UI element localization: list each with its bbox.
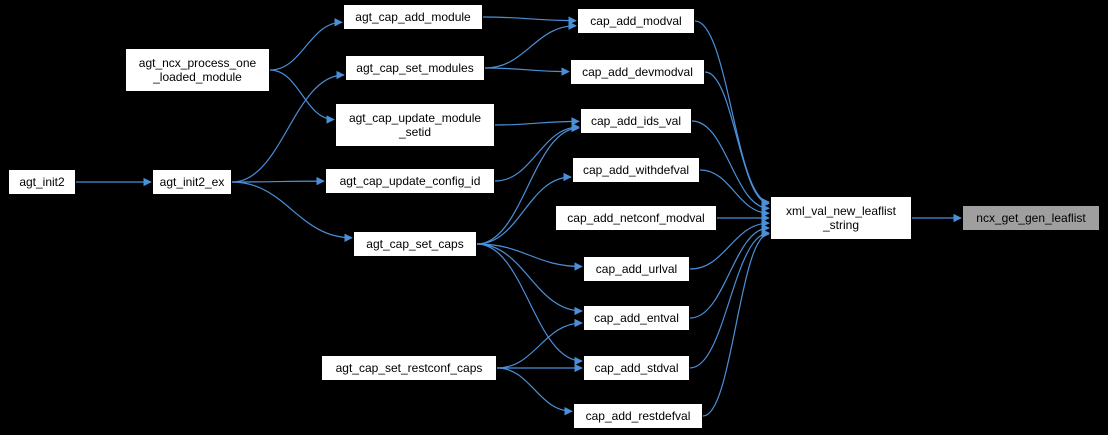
edge-agt_init2_ex-to-agt_cap_set_caps (231, 181, 353, 242)
node-agt_cap_set_caps[interactable]: agt_cap_set_caps (353, 231, 477, 257)
edge-agt_cap_update_config_id-to-cap_add_ids_val (494, 122, 580, 182)
node-agt_cap_set_restconf_caps[interactable]: agt_cap_set_restconf_caps (321, 355, 497, 381)
edge-agt_ncx_process_one_loaded_module-to-agt_cap_update_module_setid (269, 69, 335, 124)
node-label: agt_init2 (19, 174, 65, 189)
node-label: agt_cap_update_config_id (339, 173, 481, 188)
node-agt_cap_add_module[interactable]: agt_cap_add_module (343, 4, 483, 30)
node-label: cap_add_withdefval (582, 162, 690, 177)
edge-cap_add_modval-to-xml_val_new_leaflist_string (694, 20, 770, 207)
node-ncx_get_gen_leaflist: ncx_get_gen_leaflist (962, 205, 1100, 231)
edge-cap_add_devmodval-to-xml_val_new_leaflist_string (704, 71, 770, 208)
node-label: agt_cap_set_caps (366, 236, 464, 251)
node-cap_add_modval[interactable]: cap_add_modval (577, 8, 695, 34)
edge-agt_init2_ex-to-agt_cap_set_modules (231, 70, 345, 183)
node-agt_cap_update_config_id[interactable]: agt_cap_update_config_id (325, 168, 495, 194)
node-cap_add_stdval[interactable]: cap_add_stdval (583, 355, 690, 381)
edge-cap_add_ids_val-to-xml_val_new_leaflist_string (691, 120, 770, 213)
edge-agt_init2_ex-to-agt_cap_update_config_id (231, 176, 325, 186)
node-agt_ncx_process_one_loaded_module[interactable]: agt_ncx_process_one _loaded_module (125, 48, 270, 92)
edge-agt_ncx_process_one_loaded_module-to-agt_cap_add_module (269, 18, 343, 71)
edge-cap_add_stdval-to-xml_val_new_leaflist_string (689, 228, 770, 369)
node-cap_add_netconf_modval[interactable]: cap_add_netconf_modval (555, 205, 717, 231)
edge-agt_cap_set_restconf_caps-to-cap_add_entval (496, 318, 583, 369)
node-cap_add_withdefval[interactable]: cap_add_withdefval (572, 157, 700, 183)
node-label: cap_add_devmodval (582, 64, 693, 79)
edge-agt_cap_set_restconf_caps-to-cap_add_restdefval (496, 367, 573, 416)
node-label: agt_cap_add_module (355, 9, 471, 24)
edge-agt_cap_add_module-to-cap_add_modval (482, 16, 577, 25)
edge-cap_add_entval-to-xml_val_new_leaflist_string (689, 223, 770, 319)
edge-agt_cap_set_caps-to-cap_add_ids_val (476, 123, 580, 245)
edge-agt_cap_set_caps-to-cap_add_withdefval (476, 172, 572, 245)
edge-agt_cap_set_caps-to-cap_add_urlval (476, 243, 583, 271)
node-label: cap_add_restdefval (585, 408, 691, 423)
node-label: cap_add_stdval (594, 360, 679, 375)
node-label: cap_add_netconf_modval (567, 210, 705, 225)
edge-agt_cap_set_modules-to-cap_add_devmodval (484, 67, 570, 76)
edge-agt_cap_update_module_setid-to-cap_add_ids_val (494, 117, 580, 126)
node-label: cap_add_entval (594, 310, 679, 325)
node-xml_val_new_leaflist_string[interactable]: xml_val_new_leaflist _string (770, 196, 912, 240)
node-label: cap_add_urlval (595, 261, 678, 276)
node-label: cap_add_ids_val (590, 113, 682, 128)
edge-agt_cap_set_caps-to-cap_add_entval (476, 243, 583, 316)
node-cap_add_urlval[interactable]: cap_add_urlval (583, 256, 690, 282)
edge-cap_add_withdefval-to-xml_val_new_leaflist_string (699, 169, 770, 218)
edge-agt_cap_set_caps-to-cap_add_stdval (476, 243, 583, 366)
edge-agt_cap_set_modules-to-cap_add_modval (484, 21, 577, 69)
node-agt_cap_set_modules[interactable]: agt_cap_set_modules (345, 55, 485, 81)
edge-cap_add_restdefval-to-xml_val_new_leaflist_string (702, 229, 770, 417)
node-cap_add_entval[interactable]: cap_add_entval (583, 305, 690, 331)
node-cap_add_restdefval[interactable]: cap_add_restdefval (573, 403, 703, 429)
node-label: xml_val_new_leaflist _string (785, 203, 897, 232)
node-label: cap_add_modval (590, 13, 682, 28)
node-agt_cap_update_module_setid[interactable]: agt_cap_update_module _setid (335, 103, 495, 147)
node-cap_add_ids_val[interactable]: cap_add_ids_val (580, 108, 692, 134)
node-label: agt_cap_set_restconf_caps (335, 360, 483, 375)
node-agt_init2_ex[interactable]: agt_init2_ex (152, 169, 232, 195)
node-agt_init2[interactable]: agt_init2 (8, 169, 76, 195)
node-label: agt_cap_update_module _setid (348, 110, 482, 139)
edge-cap_add_urlval-to-xml_val_new_leaflist_string (689, 218, 770, 270)
node-label: agt_ncx_process_one _loaded_module (138, 55, 257, 84)
node-label: agt_init2_ex (159, 174, 225, 189)
node-label: agt_cap_set_modules (356, 60, 474, 75)
node-label: ncx_get_gen_leaflist (976, 210, 1086, 225)
node-cap_add_devmodval[interactable]: cap_add_devmodval (570, 59, 705, 85)
